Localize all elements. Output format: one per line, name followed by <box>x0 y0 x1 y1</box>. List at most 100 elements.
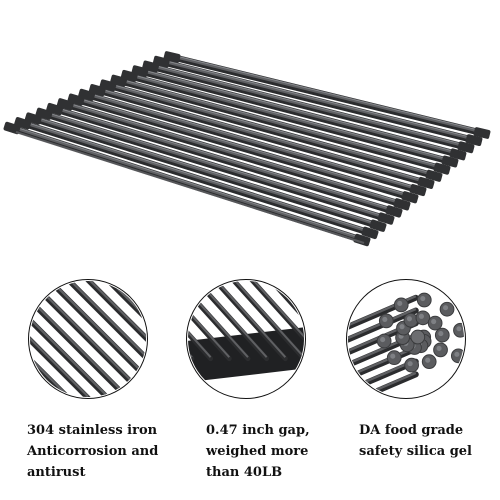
closeup-rod-shine <box>187 280 231 358</box>
rack-rod-shine <box>106 82 436 177</box>
rod-end-cap-right <box>393 198 411 211</box>
closeup-rod-shine <box>29 280 129 398</box>
caption-gap-line-3: than 40LB <box>206 465 283 480</box>
rack-rod-shine <box>170 54 484 134</box>
caption-gap-line-2: weighed more <box>206 444 309 459</box>
caption-material: 304 stainless iron Anticorrosion and ant… <box>27 420 177 483</box>
rod-end-cap-right <box>465 134 483 147</box>
rack-rod-highlight <box>11 125 363 239</box>
rack-rod-highlight <box>118 78 443 168</box>
closeup-rod <box>187 280 232 362</box>
closeup-rod-shine <box>29 280 89 398</box>
rolled-rod-end-highlight <box>420 295 426 302</box>
rack-rod-highlight <box>150 64 467 146</box>
rolled-rod-end-highlight <box>456 326 462 332</box>
closeup-rod-shine <box>187 280 212 358</box>
rack-rod-shine <box>138 68 460 155</box>
closeup-rod-shine <box>347 346 417 378</box>
caption-silicone: DA food grade safety silica gel <box>359 420 500 462</box>
rack-rod-shine <box>85 92 420 191</box>
rod-end-cap-right <box>369 219 387 232</box>
rack-rod-highlight <box>139 68 459 153</box>
gap-closeup-circle <box>186 279 306 399</box>
rolled-rod-end-highlight <box>399 324 405 330</box>
rack-rod-shine <box>95 87 428 184</box>
rack-rod-highlight <box>86 92 419 189</box>
rack-rod-highlight <box>97 87 427 182</box>
rolled-rod-end-highlight <box>382 316 388 322</box>
rolled-rod-end-highlight <box>390 353 396 359</box>
caption-material-line-2: Anticorrosion and <box>27 444 159 459</box>
rack-rod-highlight <box>43 111 387 217</box>
rod-end-cap-right <box>417 176 435 189</box>
closeup-rod-shine <box>29 280 70 398</box>
rack-rod-shine <box>74 96 412 198</box>
closeup-rod-shine <box>251 280 305 358</box>
rod-end-cap-right <box>401 191 419 204</box>
closeup-rod <box>212 280 288 362</box>
rod-end-cap-right <box>409 184 427 197</box>
rod-end-cap-right <box>425 169 443 182</box>
rolled-rod-center <box>410 329 426 345</box>
rod-end-cap-right <box>361 226 379 240</box>
closeup-rod <box>249 280 305 362</box>
rolled-rod-end-highlight <box>443 305 449 311</box>
rack-rod-highlight <box>54 106 395 210</box>
rack-rod-highlight <box>65 101 403 203</box>
caption-silicone-line-2: safety silica gel <box>359 444 472 459</box>
rolled-rack-closeup-image <box>347 280 465 398</box>
rolled-rod-end-highlight <box>418 313 424 319</box>
rod-end-cap-right <box>433 162 451 175</box>
rod-closeup-image <box>29 280 147 398</box>
rolled-rod-end-highlight <box>425 357 431 363</box>
rack-rod-shine <box>149 63 468 148</box>
closeup-rod-shine <box>47 280 147 398</box>
rod-closeup-circle <box>28 279 148 399</box>
rolled-rod-end-highlight <box>397 300 403 306</box>
closeup-rod-shine <box>213 280 287 358</box>
caption-gap: 0.47 inch gap, weighed more than 40LB <box>206 420 356 483</box>
rack-rod-shine <box>42 110 388 219</box>
rack-rod-shine <box>159 58 476 141</box>
rolled-rack-closeup-circle <box>346 279 466 399</box>
closeup-rod-shine <box>67 280 147 398</box>
rack-rod-highlight <box>171 54 483 132</box>
rod-end-cap-right <box>441 155 459 168</box>
gap-closeup-image <box>187 280 305 398</box>
caption-material-line-3: antirust <box>27 465 86 480</box>
rack-rod-highlight <box>107 83 435 175</box>
closeup-rod-shine <box>347 371 417 398</box>
rack-rod-shine <box>10 125 364 241</box>
closeup-rod <box>187 280 214 362</box>
caption-material-line-1: 304 stainless iron <box>27 423 158 438</box>
rod-end-cap-right <box>385 205 403 218</box>
closeup-rod <box>347 371 419 398</box>
rack-rod-highlight <box>161 59 475 139</box>
closeup-rod-shine <box>106 280 147 398</box>
rod-end-cap-right <box>377 212 395 225</box>
closeup-rod-shine <box>29 280 147 398</box>
rolled-rod-end-highlight <box>380 337 386 343</box>
rod-end-cap-right <box>473 127 491 139</box>
closeup-rod <box>230 280 305 362</box>
closeup-rod-shine <box>87 280 147 398</box>
closeup-rod-shine <box>29 280 109 398</box>
silicone-edge-front <box>15 131 365 244</box>
rolled-rod-end-highlight <box>407 361 413 367</box>
drying-rack-photo <box>3 51 491 247</box>
rack-rod-highlight <box>129 73 451 160</box>
rack-rods <box>3 51 491 247</box>
rack-rod-shine <box>117 77 444 170</box>
rack-rod-highlight <box>22 120 371 232</box>
rolled-rod-end-highlight <box>436 345 442 351</box>
rack-rod-highlight <box>75 97 411 196</box>
rolled-rod-end-highlight <box>406 316 412 322</box>
caption-silicone-line-1: DA food grade <box>359 423 464 438</box>
rod-end-cap-left <box>163 51 181 63</box>
rack-rod-shine <box>31 115 380 227</box>
rack-rod-shine <box>63 101 404 205</box>
rolled-rod-end-highlight <box>454 351 460 357</box>
rack-rod-shine <box>21 120 372 234</box>
rod-end-cap-right <box>449 148 467 161</box>
